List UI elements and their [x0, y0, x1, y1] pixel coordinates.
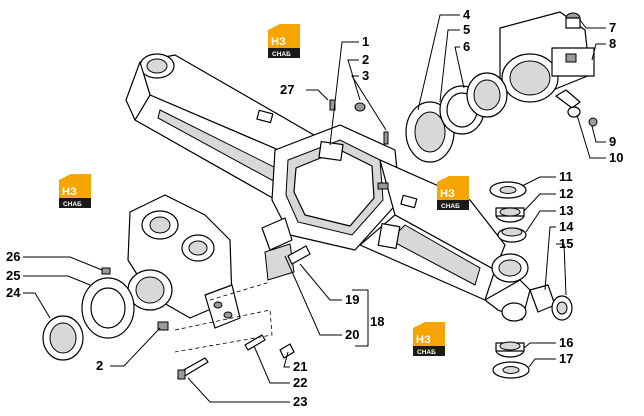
label-part-25: 25 — [6, 268, 20, 283]
label-part-21: 21 — [293, 359, 307, 374]
brand-logo-bottom: НЗ CHAБ — [413, 322, 445, 356]
logo-text: CHAБ — [272, 51, 291, 58]
label-part-19: 19 — [345, 292, 359, 307]
logo-text: CHAБ — [63, 201, 82, 208]
label-part-23: 23 — [293, 394, 307, 409]
brand-logo-center: НЗ CHAБ — [437, 176, 469, 210]
label-part-26: 26 — [6, 249, 20, 264]
logo-mark: НЗ — [62, 186, 77, 198]
label-part-15: 15 — [559, 236, 573, 251]
leader-lines — [23, 14, 606, 403]
label-part-5: 5 — [463, 22, 470, 37]
label-part-8: 8 — [609, 36, 616, 51]
part-labels: 1 2 3 27 4 5 6 7 8 9 10 11 12 13 14 15 1… — [6, 7, 623, 409]
brand-logo-top: НЗ CHAБ — [268, 24, 300, 58]
label-part-12: 12 — [559, 186, 573, 201]
label-part-6: 6 — [463, 39, 470, 54]
ring-seals — [405, 72, 508, 163]
label-part-3: 3 — [362, 68, 369, 83]
label-part-16: 16 — [559, 335, 573, 350]
brand-logo-left: НЗ CHAБ — [59, 174, 91, 208]
label-part-14: 14 — [559, 219, 574, 234]
label-part-22: 22 — [293, 375, 307, 390]
axle-housing — [125, 53, 531, 322]
label-part-4: 4 — [463, 7, 471, 22]
label-part-9: 9 — [609, 134, 616, 149]
label-part-1: 1 — [362, 34, 369, 49]
label-part-27: 27 — [280, 82, 294, 97]
logo-text: CHAБ — [441, 203, 460, 210]
label-part-24: 24 — [6, 285, 21, 300]
washers — [489, 181, 573, 379]
logo-mark: НЗ — [271, 36, 286, 48]
label-part-11: 11 — [559, 169, 573, 184]
steering-bracket — [499, 11, 598, 127]
logo-text: CHAБ — [417, 349, 436, 356]
label-part-2-lower: 2 — [96, 358, 103, 373]
label-part-17: 17 — [559, 351, 573, 366]
logo-mark: НЗ — [416, 334, 431, 346]
label-part-2: 2 — [362, 52, 369, 67]
logo-mark: НЗ — [440, 188, 455, 200]
left-hub-assembly — [42, 194, 241, 361]
label-part-18: 18 — [370, 314, 384, 329]
cam-shells — [261, 217, 311, 281]
label-part-13: 13 — [559, 203, 573, 218]
label-part-7: 7 — [609, 20, 616, 35]
label-part-20: 20 — [345, 327, 359, 342]
label-part-10: 10 — [609, 150, 623, 165]
